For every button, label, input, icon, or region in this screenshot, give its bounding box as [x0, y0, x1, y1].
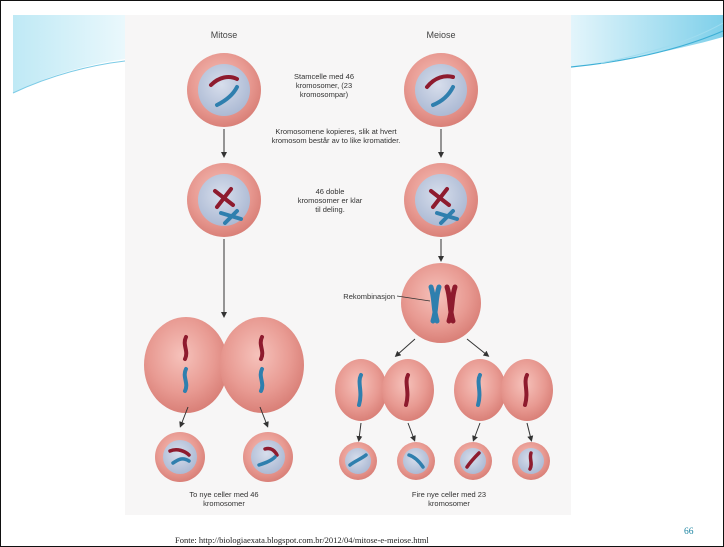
- meiosis-daughter-cell: [397, 442, 435, 480]
- meiosis-dividing-cell: [454, 359, 553, 421]
- meiosis-cell-1: [404, 53, 478, 127]
- meiosis-daughter-cell: [454, 442, 492, 480]
- mitosis-daughter-cell: [155, 432, 205, 482]
- arrow: [408, 423, 414, 439]
- mitosis-cell-1: [187, 53, 261, 127]
- left-wave: [13, 15, 125, 93]
- mitosis-cell-2: [187, 163, 261, 237]
- arrow: [467, 339, 487, 355]
- meiosis-result: Fire nye celler med 23 kromosomer: [399, 490, 499, 508]
- mitosis-dividing-cell: [144, 317, 304, 413]
- meiosis-daughter-cell: [339, 442, 377, 480]
- arrow: [397, 339, 415, 355]
- mitosis-result: To nye celler med 46 kromosomer: [179, 490, 269, 508]
- arrow: [474, 423, 480, 439]
- page-number: 66: [684, 527, 694, 537]
- mitosis-title: Mitose: [194, 31, 254, 40]
- arrow: [359, 423, 361, 439]
- note-ready: 46 doble kromosomer er klar til deling.: [295, 187, 365, 214]
- meiosis-dividing-cell: [335, 359, 434, 421]
- meiosis-cell-2: [404, 163, 478, 237]
- note-stem-cell: Stamcelle med 46 kromosomer, (23 kromoso…: [283, 72, 365, 99]
- meiosis-recombination-cell: [401, 263, 481, 343]
- recombination-label: Rekombinasjon: [321, 292, 395, 301]
- right-wave: [571, 15, 723, 67]
- source-citation: Fonte: http://biologiaexata.blogspot.com…: [175, 535, 429, 545]
- mitosis-meiosis-figure: Mitose Meiose Stamcelle med 46 kromosome…: [125, 15, 571, 515]
- meiosis-title: Meiose: [411, 31, 471, 40]
- mitosis-daughter-cell: [243, 432, 293, 482]
- meiosis-daughter-cell: [512, 442, 550, 480]
- note-copying: Kromosomene kopieres, slik at hvert krom…: [267, 127, 405, 145]
- arrow: [527, 423, 531, 439]
